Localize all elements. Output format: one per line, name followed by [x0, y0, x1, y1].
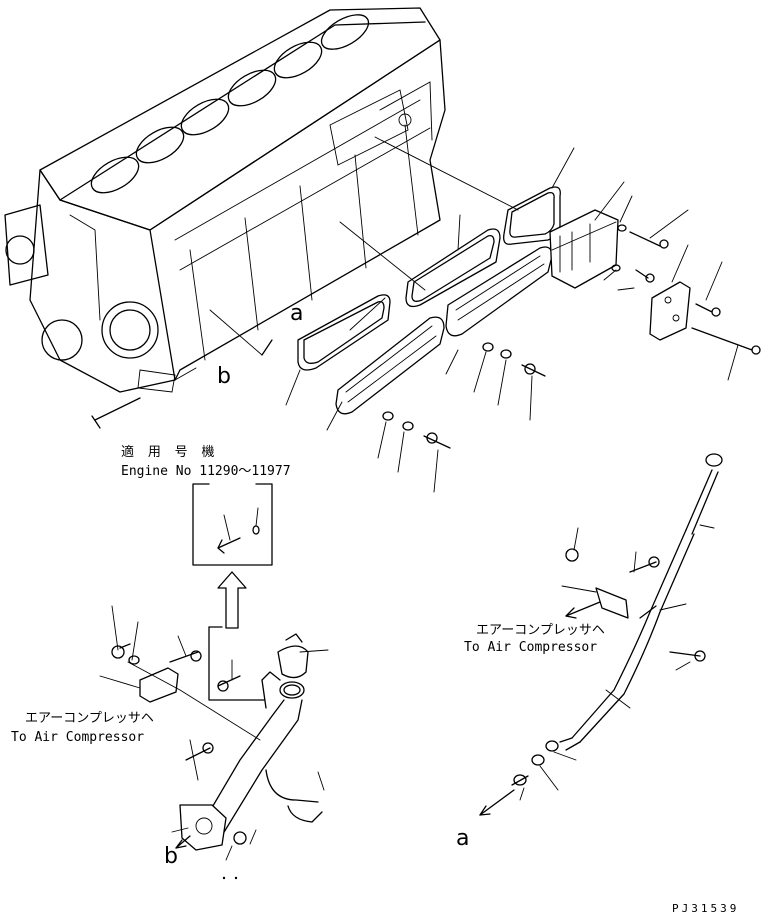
callout-a-bottom: a [456, 826, 470, 851]
callout-b-top: b [217, 364, 231, 389]
dipstick-assembly [479, 453, 723, 816]
compressor-label-jp-right: エアーコンプレッサヘ [476, 623, 605, 638]
compressor-label-jp-left: エアーコンプレッサヘ [25, 711, 154, 726]
compressor-label-en-left: To Air Compressor [11, 730, 145, 745]
serial-label: Engine No 11290～11977 [121, 464, 291, 479]
side-covers [297, 136, 761, 449]
drawing-number: PJ31539 [672, 902, 740, 915]
applicable-label-jp: 適 用 号 機 [121, 445, 218, 460]
engine-block [4, 7, 446, 429]
breather-pipe-assembly [111, 626, 323, 851]
serial-note-box [192, 483, 273, 566]
callout-b-bottom: b [164, 844, 178, 869]
callout-a-top: a [290, 301, 304, 326]
compressor-label-en-right: To Air Compressor [464, 640, 598, 655]
